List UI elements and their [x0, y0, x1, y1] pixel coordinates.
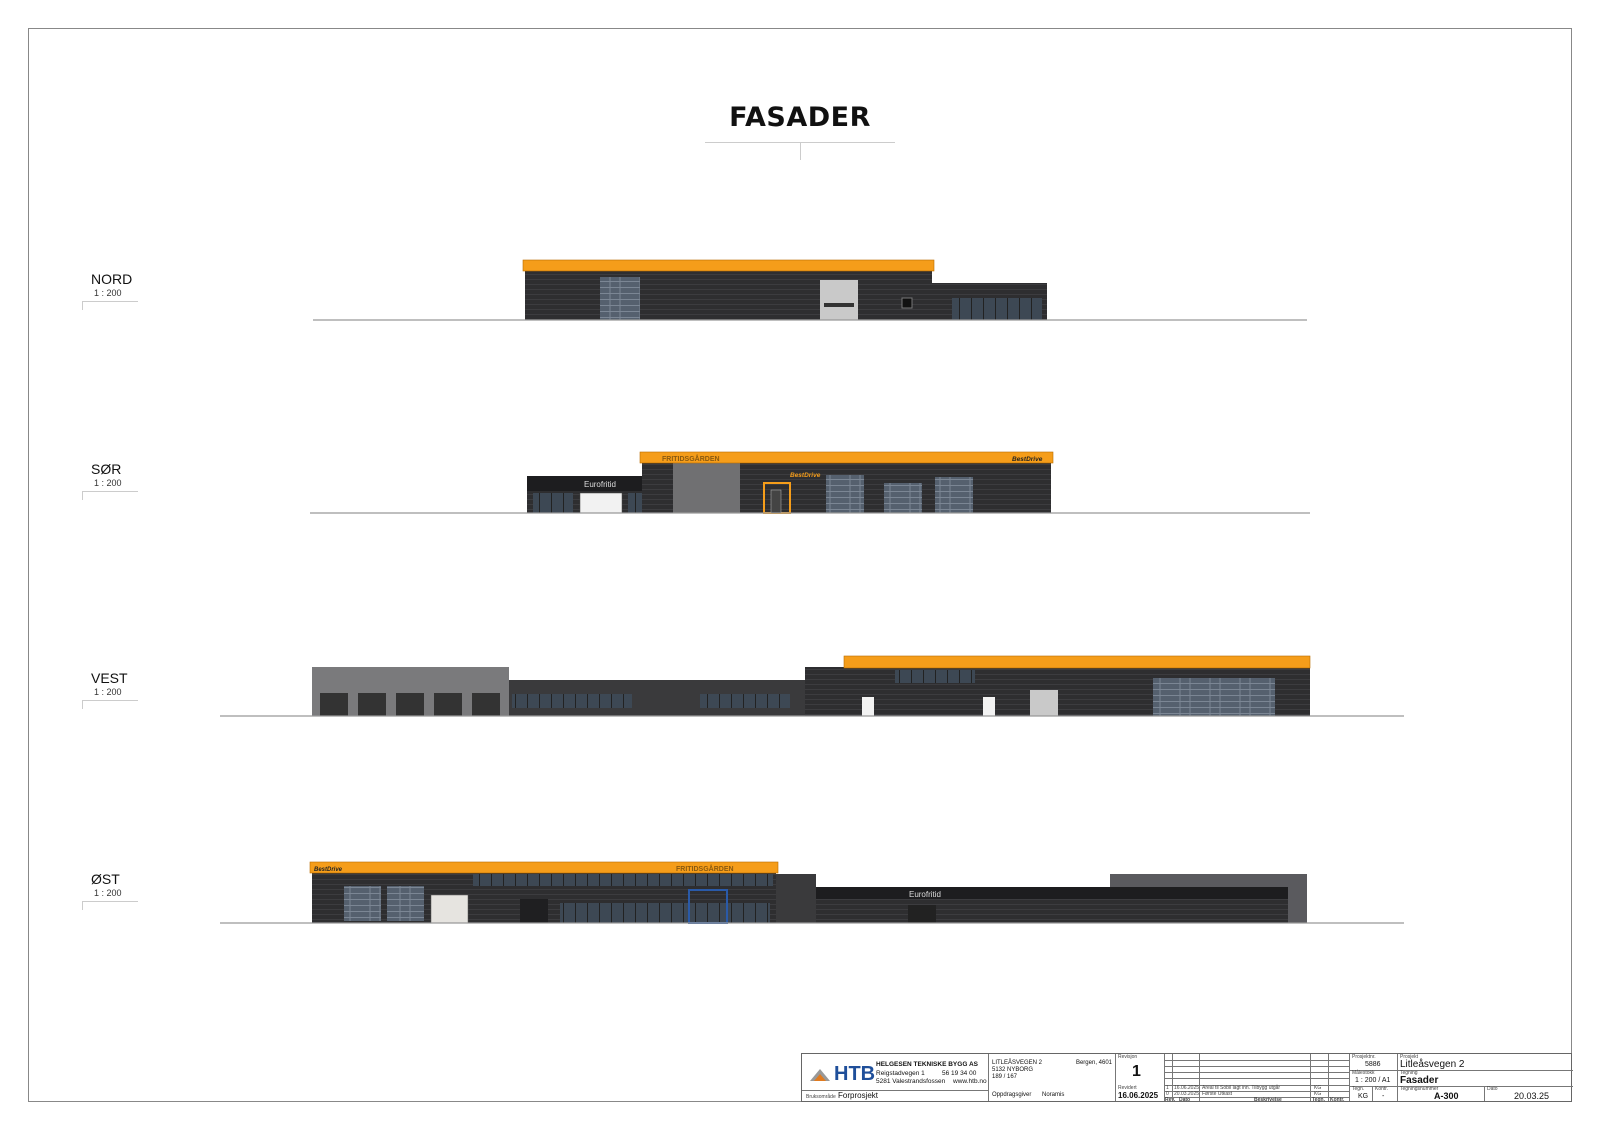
rev-drawn-cell: KG [1314, 1085, 1322, 1091]
drawing-no: A-300 [1434, 1091, 1459, 1101]
rev-date-cell: 20.03.2025 [1174, 1091, 1200, 1097]
date-header: Dato [1179, 1097, 1191, 1103]
revised-date: 16.06.2025 [1118, 1091, 1159, 1100]
elevation-label-vest: VEST [91, 670, 128, 686]
sign-bestdrive: BestDrive [1012, 456, 1043, 463]
rev-desc-cell: Areal til Sobil lagt inn. Tilbygg utgår [1202, 1085, 1281, 1091]
project-no-label: Prosjektnr. [1352, 1054, 1376, 1060]
elevation-vest [220, 655, 1404, 717]
sign-fritidsgarden: FRITIDSGÅRDEN [662, 454, 720, 463]
rev-header: Rev. [1165, 1097, 1176, 1103]
company-name: HELGESEN TEKNISKE BYGG AS [876, 1061, 978, 1068]
client-label: Oppdragsgiver [992, 1092, 1032, 1098]
elevation-scale-vest: 1 : 200 [94, 687, 122, 697]
project-label: Prosjekt [1400, 1054, 1419, 1060]
rev-drawn-cell: KG [1314, 1091, 1322, 1097]
sign-eurofritid: Eurofritid [584, 480, 616, 489]
htb-logo: HTB [808, 1063, 876, 1085]
label-line [82, 491, 138, 500]
sign-bestdrive: BestDrive [790, 472, 821, 479]
site-municipality: Bergen, 4601 [1075, 1060, 1112, 1066]
drawing-label: Tegning [1400, 1070, 1418, 1076]
sheet-title: FASADER [729, 102, 871, 133]
desc-header: Beskrivelse [1254, 1097, 1282, 1103]
company-address1: Reigstadvegen 1 [876, 1070, 925, 1077]
date: 20.03.25 [1514, 1091, 1550, 1101]
rev-cell: 1 [1166, 1085, 1169, 1091]
drawing-name: Fasader [1400, 1075, 1439, 1086]
company-phone: 56 19 34 00 [942, 1070, 977, 1077]
drawn-header: Tegn. [1312, 1097, 1325, 1103]
status: Forprosjekt [838, 1091, 879, 1100]
elevation-scale-sor: 1 : 200 [94, 478, 122, 488]
site-gnr: 189 / 167 [992, 1074, 1018, 1080]
company-web: www.htb.no [953, 1078, 987, 1085]
label-line [82, 301, 138, 310]
date-label: Dato [1487, 1086, 1498, 1092]
elevation-sor: Eurofritid FRITIDSGÅRDEN BestDrive BestD… [310, 451, 1310, 514]
project-name: Litleåsvegen 2 [1400, 1059, 1465, 1070]
elevation-label-nord: NORD [91, 271, 133, 287]
site-postal: 5132 NYBORG [992, 1067, 1034, 1073]
rev-desc-cell: Første Utkast [1202, 1091, 1233, 1097]
sign-bestdrive: BestDrive [314, 867, 343, 873]
htb-logo-mark-icon [810, 1069, 830, 1081]
checked-header: Kontr. [1330, 1097, 1345, 1103]
site-address: LITLEÅSVEGEN 2 [992, 1060, 1043, 1066]
htb-logo-text: HTB [834, 1063, 876, 1085]
scale-label: Målestokk [1352, 1070, 1375, 1076]
client: Noramis [1042, 1092, 1065, 1098]
elevation-nord [313, 259, 1307, 321]
company-address2: 5281 Valestrandsfossen [876, 1078, 946, 1085]
title-tick [800, 142, 801, 160]
status-label: Bruksområde [806, 1094, 836, 1100]
sign-eurofritid: Eurofritid [909, 890, 941, 899]
label-line [82, 700, 138, 709]
scale: 1 : 200 / A1 [1355, 1077, 1391, 1084]
checked-label: Kontr. [1375, 1086, 1389, 1092]
project-no: 5886 [1365, 1061, 1381, 1068]
elevation-ost: Eurofritid BestDrive FRITIDSGÅRDEN [220, 861, 1404, 924]
checked: - [1382, 1093, 1385, 1100]
sign-fritidsgarden: FRITIDSGÅRDEN [676, 864, 734, 873]
revised-label: Revidert [1118, 1085, 1137, 1091]
revision-label: Revisjon [1118, 1054, 1138, 1060]
label-line [82, 901, 138, 910]
rev-cell: 0 [1166, 1091, 1169, 1097]
drawing-no-label: Tegningsnummer [1400, 1086, 1439, 1092]
drawn-label: Tegn. [1352, 1086, 1365, 1092]
sheet-border [28, 28, 1572, 1102]
elevation-label-sor: SØR [91, 461, 122, 477]
elevation-scale-nord: 1 : 200 [94, 288, 122, 298]
drawn: KG [1358, 1093, 1369, 1100]
title-block: HTB HELGESEN TEKNISKE BYGG AS Reigstadve… [801, 1053, 1573, 1103]
elevation-scale-ost: 1 : 200 [94, 888, 122, 898]
rev-date-cell: 16.06.2025 [1174, 1085, 1200, 1091]
revision: 1 [1132, 1063, 1141, 1080]
elevation-label-ost: ØST [91, 871, 120, 887]
